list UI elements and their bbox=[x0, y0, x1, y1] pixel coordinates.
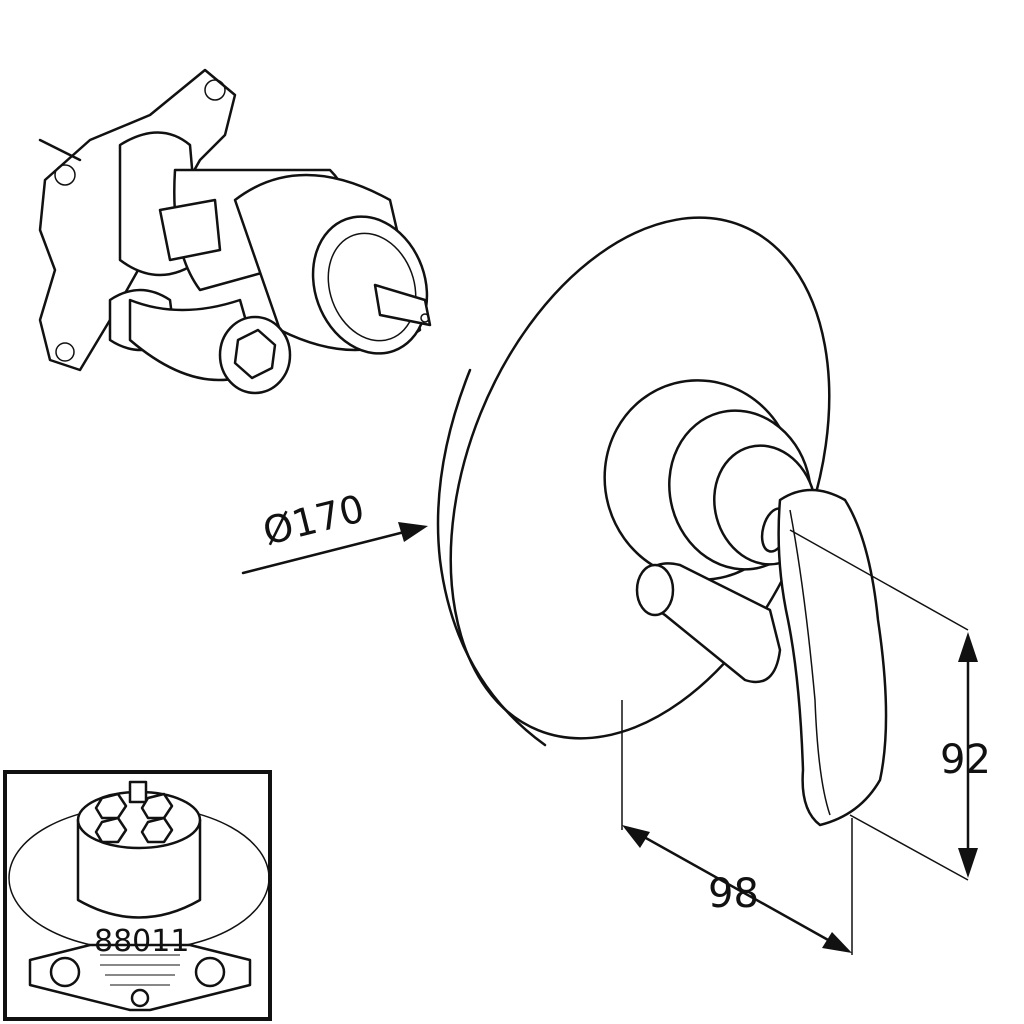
arrowhead-icon bbox=[398, 522, 428, 542]
depth-label: 98 bbox=[708, 871, 759, 917]
lever-stem bbox=[635, 562, 782, 684]
arrowhead-icon bbox=[822, 932, 852, 953]
diameter-label: Ø170 bbox=[259, 486, 369, 553]
height-dimension: 92 bbox=[789, 529, 991, 881]
part-number-label: 88011 bbox=[94, 924, 189, 959]
height-label: 92 bbox=[940, 737, 991, 783]
diameter-dimension: Ø170 bbox=[241, 486, 428, 575]
depth-dimension: 98 bbox=[621, 700, 853, 955]
arrowhead-icon bbox=[958, 848, 978, 878]
arrowhead-icon bbox=[958, 632, 978, 662]
diverter-knob bbox=[603, 379, 817, 581]
lever-handle bbox=[760, 488, 888, 827]
inset-box: 88011 bbox=[3, 770, 272, 1021]
arrowhead-icon bbox=[622, 825, 650, 848]
rough-in-valve-body bbox=[38, 68, 432, 395]
